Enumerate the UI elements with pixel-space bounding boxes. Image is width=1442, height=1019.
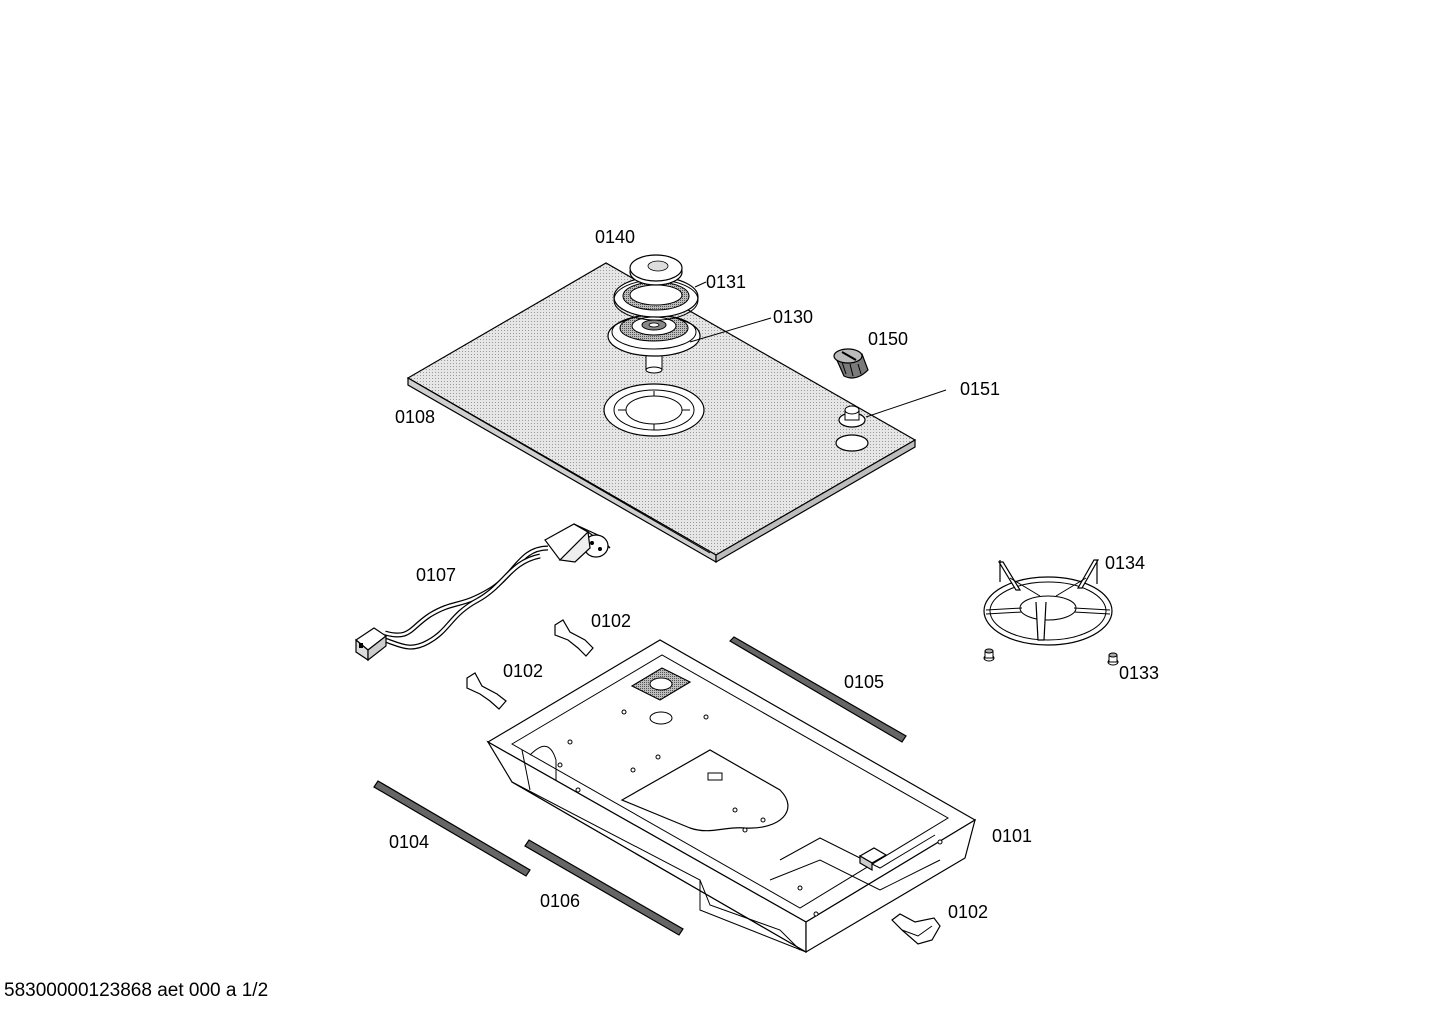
callout-0133: 0133 [1119, 663, 1159, 683]
clip-upper [554, 619, 594, 657]
callout-0150: 0150 [868, 329, 908, 349]
burner-body [607, 314, 701, 374]
callout-0140: 0140 [595, 227, 635, 247]
callout-0106: 0106 [540, 891, 580, 911]
document-code: 58300000123868 aet 000 a 1/2 [4, 980, 269, 1001]
callout-0107: 0107 [416, 565, 456, 585]
callout-0134: 0134 [1105, 553, 1145, 573]
callout-0130: 0130 [773, 307, 813, 327]
housing-tray [486, 639, 977, 954]
sealing-strip-0105 [729, 636, 907, 743]
rubber-feet [983, 648, 1119, 666]
clip-lower [891, 913, 941, 945]
callout-0131: 0131 [706, 272, 746, 292]
sealing-strip-0104 [373, 780, 531, 877]
callout-0108: 0108 [395, 407, 435, 427]
burner-ring [613, 276, 699, 321]
callout-0102-lower: 0102 [948, 902, 988, 922]
burner-cap [629, 254, 683, 286]
power-cord [354, 523, 611, 662]
leader-lines [689, 281, 947, 418]
control-knob [833, 348, 869, 379]
pan-support-grate [983, 559, 1113, 646]
callout-0105: 0105 [844, 672, 884, 692]
callout-0104: 0104 [389, 832, 429, 852]
clip-middle [466, 672, 507, 710]
callout-0102-middle: 0102 [503, 661, 543, 681]
glass-top-plate [406, 262, 917, 564]
callout-0151: 0151 [960, 379, 1000, 399]
callout-0101: 0101 [992, 826, 1032, 846]
sealing-strip-0106 [524, 839, 684, 936]
callout-0102-upper: 0102 [591, 611, 631, 631]
